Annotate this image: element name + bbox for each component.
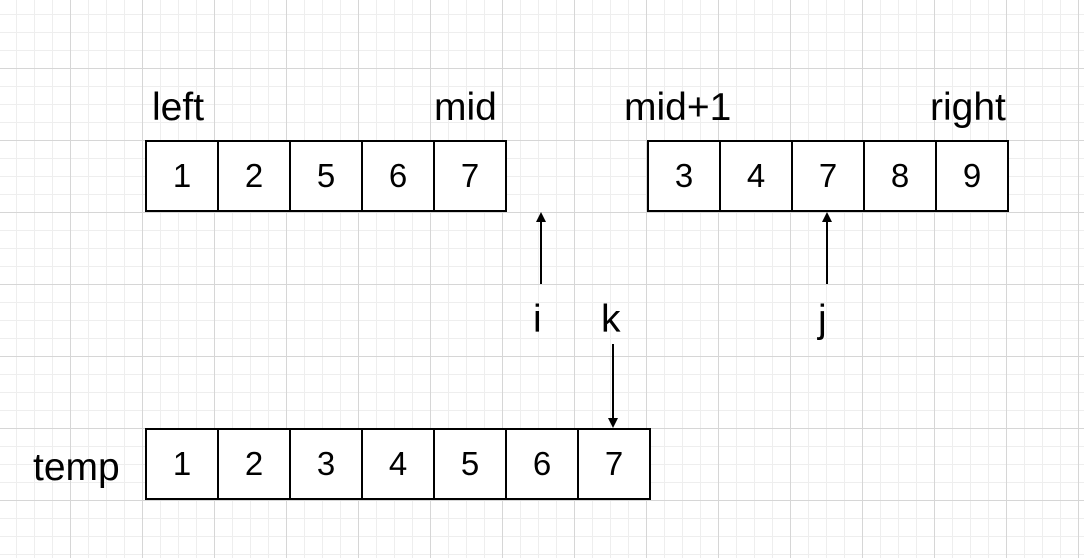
left-label: left [152, 86, 205, 129]
left-subarray-cell: 1 [147, 142, 219, 210]
temp-array-cell: 4 [363, 430, 435, 498]
temp-array-cell: 2 [219, 430, 291, 498]
temp-label: temp [33, 446, 120, 489]
temp-array-cell: 6 [507, 430, 579, 498]
right-subarray-cell: 4 [721, 142, 793, 210]
left-subarray-cell: 5 [291, 142, 363, 210]
temp-array-cell: 5 [435, 430, 507, 498]
pointer-k-label: k [601, 298, 621, 341]
right-subarray-cell: 3 [649, 142, 721, 210]
left-subarray-cell: 7 [435, 142, 507, 210]
left-subarray-cell: 6 [363, 142, 435, 210]
temp-array-cell: 7 [579, 430, 651, 498]
pointer-j-label: j [818, 298, 827, 341]
right-subarray-cell: 8 [865, 142, 937, 210]
mid-label: mid [434, 86, 497, 129]
temp-array-cell: 3 [291, 430, 363, 498]
temp-array-cell: 1 [147, 430, 219, 498]
right-subarray-cell: 9 [937, 142, 1009, 210]
pointer-i-label: i [533, 298, 542, 341]
right-label: right [930, 86, 1006, 129]
mid-plus-1-label: mid+1 [624, 86, 732, 129]
right-subarray-cell: 7 [793, 142, 865, 210]
left-subarray-cell: 2 [219, 142, 291, 210]
